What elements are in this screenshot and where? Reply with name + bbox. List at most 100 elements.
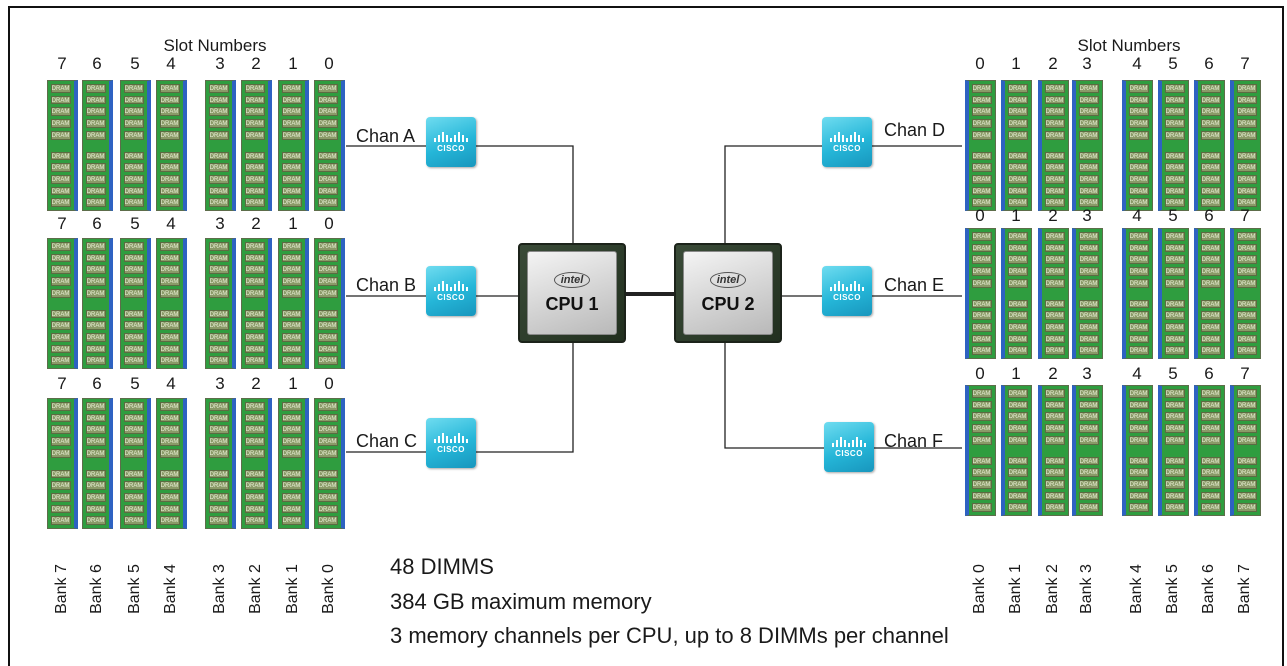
dram-chip: DRAM: [159, 413, 180, 423]
dram-chip: DRAM: [1200, 389, 1221, 398]
dram-chip: DRAM: [281, 163, 302, 172]
dram-chip: DRAM: [1007, 151, 1028, 161]
dram-chip: DRAM: [317, 402, 338, 411]
slot-number: 6: [1204, 54, 1214, 73]
dram-chip: DRAM: [1164, 389, 1185, 398]
dram-chip: DRAM: [971, 468, 992, 477]
dram-chip: DRAM: [1200, 435, 1221, 445]
dram-chip: DRAM: [1128, 232, 1149, 241]
dram-chip: DRAM: [1236, 503, 1257, 513]
dram-chip: DRAM: [1044, 255, 1065, 265]
dram-chip: DRAM: [208, 163, 229, 172]
dram-chip: DRAM: [1164, 412, 1185, 422]
dram-chip: DRAM: [317, 425, 338, 435]
dram-chip: DRAM: [281, 356, 302, 366]
dram-chip: DRAM: [1044, 400, 1065, 410]
dram-chip: DRAM: [281, 425, 302, 435]
dram-chip: DRAM: [123, 321, 144, 330]
dram-chip: DRAM: [123, 492, 144, 502]
dram-chip: DRAM: [1078, 243, 1099, 253]
dram-chip: DRAM: [1007, 255, 1028, 265]
bank-label: Bank 3: [1078, 564, 1095, 614]
dram-chip: DRAM: [85, 321, 106, 330]
dram-chip: DRAM: [1128, 503, 1149, 513]
slot-number: 4: [166, 214, 176, 233]
dram-chip: DRAM: [1200, 255, 1221, 265]
intel-logo: intel: [709, 271, 747, 288]
dram-chip: DRAM: [1044, 163, 1065, 172]
dram-chip: DRAM: [281, 437, 302, 446]
dram-chip: DRAM: [1044, 456, 1065, 466]
dram-chip: DRAM: [1128, 322, 1149, 332]
dram-chip: DRAM: [244, 277, 265, 286]
dram-chip: DRAM: [1044, 311, 1065, 320]
dram-chip: DRAM: [208, 344, 229, 354]
dram-chip: DRAM: [123, 174, 144, 184]
dram-chip: DRAM: [50, 107, 71, 117]
dram-chip: DRAM: [281, 174, 302, 184]
dram-chip: DRAM: [317, 163, 338, 172]
dram-chip: DRAM: [971, 456, 992, 466]
dram-chip: DRAM: [1200, 198, 1221, 208]
slot-number: 1: [288, 54, 298, 73]
dram-chip: DRAM: [317, 242, 338, 251]
dram-chip: DRAM: [208, 448, 229, 458]
dram-chip: DRAM: [1164, 84, 1185, 93]
dram-chip: DRAM: [1200, 267, 1221, 276]
dram-chip: DRAM: [1128, 456, 1149, 466]
dram-chip: DRAM: [1164, 334, 1185, 344]
dram-chip: DRAM: [123, 151, 144, 161]
dram-chip: DRAM: [159, 253, 180, 263]
dram-chip: DRAM: [281, 186, 302, 196]
dram-chip: DRAM: [1007, 456, 1028, 466]
dram-chip: DRAM: [123, 186, 144, 196]
dram-chip: DRAM: [123, 481, 144, 490]
dram-chip: DRAM: [244, 309, 265, 319]
dram-chip: DRAM: [1128, 186, 1149, 196]
dram-chip: DRAM: [1044, 435, 1065, 445]
dram-chip: DRAM: [281, 130, 302, 140]
dram-chip: DRAM: [1128, 278, 1149, 288]
dram-chip: DRAM: [208, 332, 229, 342]
dram-chip: DRAM: [1236, 107, 1257, 117]
dram-chip: DRAM: [50, 151, 71, 161]
dram-chip: DRAM: [1007, 479, 1028, 489]
dram-chip: DRAM: [1164, 468, 1185, 477]
dram-chip: DRAM: [1078, 491, 1099, 501]
dram-chip: DRAM: [971, 119, 992, 128]
dram-chip: DRAM: [123, 437, 144, 446]
dram-chip: DRAM: [1007, 322, 1028, 332]
dram-chip: DRAM: [123, 413, 144, 423]
dram-chip: DRAM: [1164, 311, 1185, 320]
dram-chip: DRAM: [1078, 84, 1099, 93]
dram-chip: DRAM: [50, 448, 71, 458]
dram-chip: DRAM: [1200, 151, 1221, 161]
dram-chip: DRAM: [1236, 174, 1257, 184]
dram-chip: DRAM: [159, 332, 180, 342]
slot-number: 1: [288, 214, 298, 233]
dram-chip: DRAM: [1128, 412, 1149, 422]
dram-chip: DRAM: [208, 516, 229, 526]
dram-chip: DRAM: [1200, 130, 1221, 140]
dram-chip: DRAM: [1236, 95, 1257, 105]
dram-chip: DRAM: [50, 469, 71, 479]
dram-chip: DRAM: [1078, 503, 1099, 513]
slot-number: 0: [324, 214, 334, 233]
dram-chip: DRAM: [317, 448, 338, 458]
dram-chip: DRAM: [85, 242, 106, 251]
dram-chip: DRAM: [244, 344, 265, 354]
dram-chip: DRAM: [1044, 334, 1065, 344]
dram-chip: DRAM: [1078, 479, 1099, 489]
dram-chip: DRAM: [1078, 468, 1099, 477]
dram-chip: DRAM: [159, 163, 180, 172]
slot-number: 7: [1240, 364, 1250, 383]
